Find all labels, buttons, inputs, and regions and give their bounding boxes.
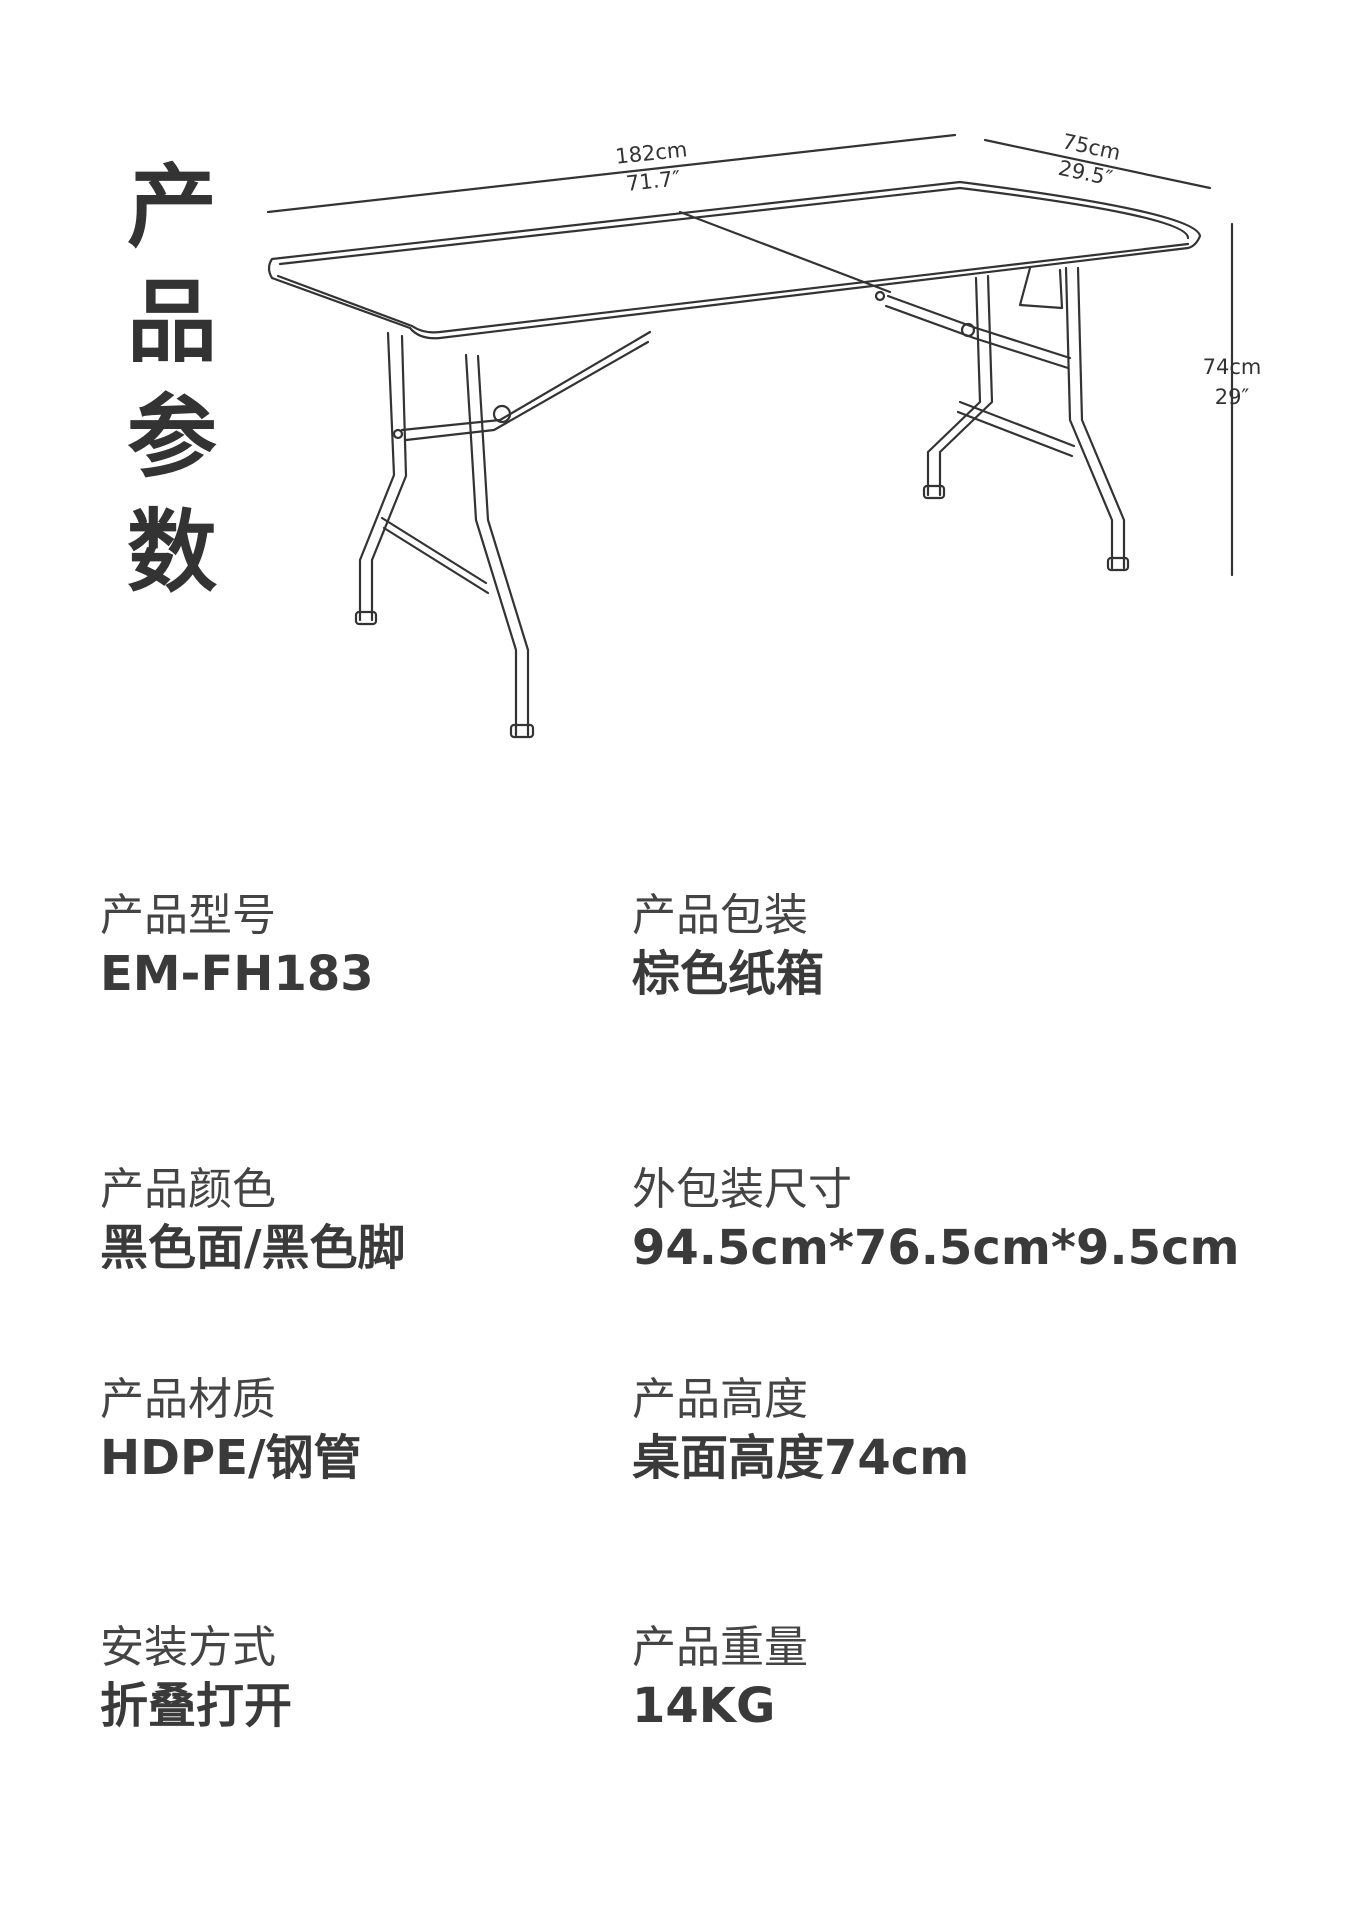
width-dimension-line (983, 138, 1212, 190)
carry-handle (1018, 266, 1064, 310)
spec-label: 产品材质 (100, 1374, 276, 1425)
height-in-label: 29″ (1215, 385, 1250, 409)
spec-label: 产品颜色 (100, 1164, 276, 1215)
front-left-leg (358, 331, 396, 622)
table-fold-line (678, 210, 892, 294)
front-crossbar (380, 516, 488, 585)
length-cm-label: 182cm (614, 137, 688, 168)
spec-value: 94.5cm*76.5cm*9.5cm (632, 1220, 1240, 1276)
spec-label: 产品重量 (632, 1622, 808, 1673)
spec-color: 产品颜色 黑色面/黑色脚 (100, 1162, 406, 1278)
spec-label: 产品型号 (100, 890, 276, 941)
table-top-inner-edge (278, 186, 1190, 266)
back-brace (886, 294, 1072, 360)
front-brace (400, 330, 652, 432)
spec-material: 产品材质 HDPE/钢管 (100, 1372, 362, 1488)
spec-value: HDPE/钢管 (100, 1430, 362, 1486)
title-char: 参 (127, 384, 217, 490)
spec-installation: 安装方式 折叠打开 (100, 1620, 292, 1736)
folding-table-diagram: 182cm 71.7″ 75cm 29.5″ 74cm 29″ (266, 129, 1262, 739)
spec-label: 产品高度 (632, 1374, 808, 1425)
back-crossbar (958, 400, 1076, 448)
spec-package-size: 外包装尺寸 94.5cm*76.5cm*9.5cm (632, 1162, 1240, 1278)
length-in-label: 71.7″ (625, 166, 682, 196)
page-title: 产 品 参 数 (122, 150, 222, 610)
title-char: 产 (127, 154, 217, 260)
spec-value: 桌面高度74cm (632, 1430, 970, 1486)
spec-value: 14KG (632, 1678, 776, 1734)
table-top-front-edge (276, 242, 1190, 334)
spec-value: 棕色纸箱 (632, 946, 825, 1002)
back-right-leg (1064, 266, 1114, 570)
front-right-leg (464, 353, 518, 737)
spec-height: 产品高度 桌面高度74cm (632, 1372, 969, 1488)
title-char: 数 (127, 499, 217, 605)
title-char: 品 (127, 269, 217, 375)
height-cm-label: 74cm (1203, 355, 1262, 379)
spec-model: 产品型号 EM-FH183 (100, 888, 374, 1004)
spec-value: 折叠打开 (100, 1678, 293, 1734)
spec-packaging: 产品包装 棕色纸箱 (632, 888, 824, 1004)
spec-weight: 产品重量 14KG (632, 1620, 808, 1736)
length-dimension-line (266, 133, 957, 214)
spec-label: 外包装尺寸 (632, 1164, 852, 1215)
spec-label: 产品包装 (632, 890, 808, 941)
spec-label: 安装方式 (100, 1622, 276, 1673)
table-top (267, 180, 1202, 340)
back-left-leg (926, 276, 982, 497)
spec-value: 黑色面/黑色脚 (100, 1220, 406, 1276)
spec-value: EM-FH183 (100, 946, 374, 1002)
